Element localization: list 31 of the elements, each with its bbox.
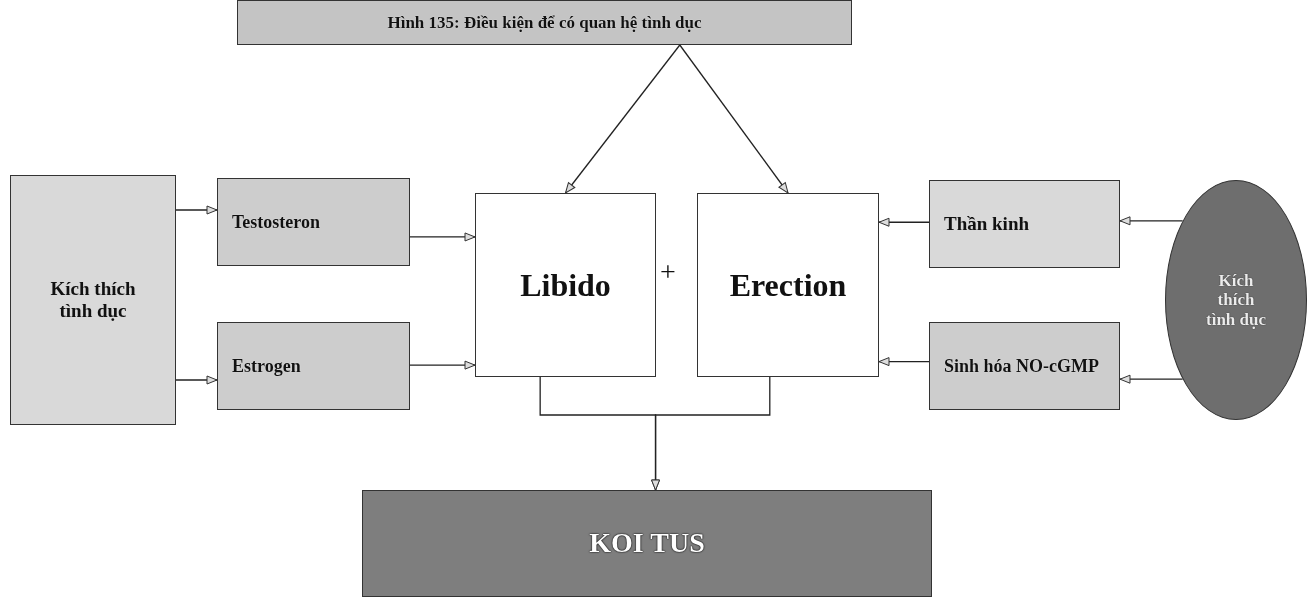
process-box: [362, 490, 932, 597]
arrow: [564, 44, 681, 194]
node-label: Sinh hóa NO-cGMP: [944, 355, 1099, 377]
process-box: [929, 180, 1120, 268]
arrow: [651, 376, 771, 491]
node-label: Kích thích tình dục: [1206, 270, 1266, 330]
node-label: Thần kinh: [944, 213, 1030, 235]
title-box: [237, 0, 852, 45]
arrow: [409, 360, 476, 370]
node-label: Estrogen: [232, 355, 301, 377]
arrow: [409, 232, 476, 242]
process-box: [217, 178, 410, 266]
arrow: [175, 375, 218, 385]
process-box: [10, 175, 176, 425]
node-label: Testosteron: [232, 211, 320, 233]
arrow: [1119, 374, 1184, 384]
arrow: [878, 357, 930, 367]
process-box: [697, 193, 879, 377]
plus-sign: +: [660, 256, 676, 288]
node-label: Erection: [729, 266, 847, 304]
node-label: Hình 135: Điều kiện để có quan hệ tình dục: [387, 12, 702, 33]
node-label: Kích thích tình dục: [49, 278, 137, 322]
arrow: [878, 217, 930, 227]
process-box: [217, 322, 410, 410]
arrow: [1119, 216, 1184, 226]
arrow: [679, 44, 789, 194]
process-box: [929, 322, 1120, 410]
node-label: KOI TUS: [589, 527, 705, 560]
arrow: [175, 205, 218, 215]
process-box: [475, 193, 656, 377]
node-label: Libido: [520, 266, 611, 304]
